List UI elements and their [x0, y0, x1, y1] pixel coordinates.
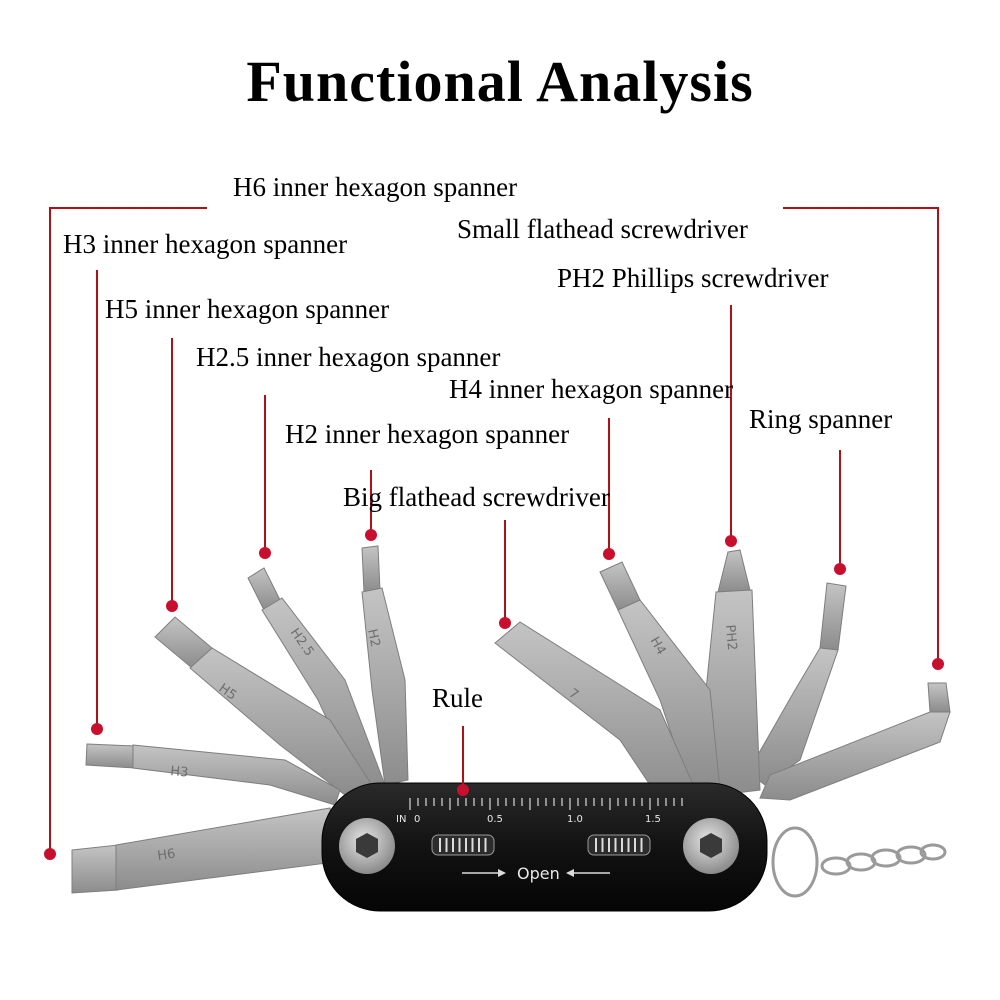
ruler-mark-1-0: 1.0 [567, 814, 583, 825]
tool-ph2 [704, 549, 761, 796]
tool-ring-spanner [747, 582, 847, 786]
label-h3: H3 inner hexagon spanner [63, 229, 348, 259]
tool-h3 [85, 743, 341, 806]
hex-socket-right-icon [700, 833, 722, 858]
hex-socket-left-icon [356, 833, 378, 858]
slider-right[interactable] [587, 834, 651, 856]
dot-ph2 [725, 535, 737, 547]
label-h25: H2.5 inner hexagon spanner [196, 342, 501, 372]
tool-h6 [71, 807, 336, 894]
dot-h6-right [932, 658, 944, 670]
open-label: Open [517, 864, 560, 883]
arrow-left-icon [566, 869, 574, 877]
label-ring-spanner: Ring spanner [749, 404, 893, 434]
open-indicator: Open [462, 864, 610, 883]
label-h5: H5 inner hexagon spanner [105, 294, 390, 324]
ruler-scale [409, 798, 683, 810]
leader-lines [49, 207, 939, 852]
ruler-mark-1-5: 1.5 [645, 814, 661, 825]
mark-h6: H6 [156, 847, 176, 864]
chain-link [919, 843, 947, 861]
label-big-flathead: Big flathead screwdriver [343, 482, 610, 512]
tool-h25 [247, 567, 386, 791]
ruler-mark-0: 0 [414, 814, 420, 825]
leader-dots [44, 529, 944, 860]
mark-h3: H3 [170, 764, 189, 781]
label-h4: H4 inner hexagon spanner [449, 374, 734, 404]
slider-left[interactable] [431, 834, 495, 856]
tool-h2 [361, 545, 409, 786]
dot-h3 [91, 723, 103, 735]
label-small-flathead: Small flathead screwdriver [457, 214, 748, 244]
label-ph2: PH2 Phillips screwdriver [557, 263, 829, 293]
page-title: Functional Analysis [246, 49, 754, 114]
label-rule: Rule [432, 683, 483, 713]
label-h2: H2 inner hexagon spanner [285, 419, 570, 449]
key-ring [771, 826, 819, 898]
dot-h6-left [44, 848, 56, 860]
mark-h2: H2 [364, 628, 382, 649]
chain-link [870, 848, 902, 868]
arrow-right-icon [498, 869, 506, 877]
tool-far-right-bit [759, 682, 951, 801]
dot-h25 [259, 547, 271, 559]
dot-h4 [603, 548, 615, 560]
ruler-mark-in: IN [396, 814, 406, 825]
leader-h6-left [49, 207, 207, 852]
dot-h2 [365, 529, 377, 541]
dot-rule [457, 784, 469, 796]
dot-big-flat [499, 617, 511, 629]
dot-ring [834, 563, 846, 575]
ruler-mark-0-5: 0.5 [487, 814, 503, 825]
keychain [771, 826, 947, 898]
leader-h6-right [783, 207, 939, 662]
mark-ph2: PH2 [722, 624, 739, 651]
chain-link [895, 845, 927, 865]
handle-body: IN 0 0.5 1.0 1.5 Open [321, 782, 768, 912]
label-h6: H6 inner hexagon spanner [233, 172, 518, 202]
tools [71, 545, 951, 894]
dot-h5 [166, 600, 178, 612]
